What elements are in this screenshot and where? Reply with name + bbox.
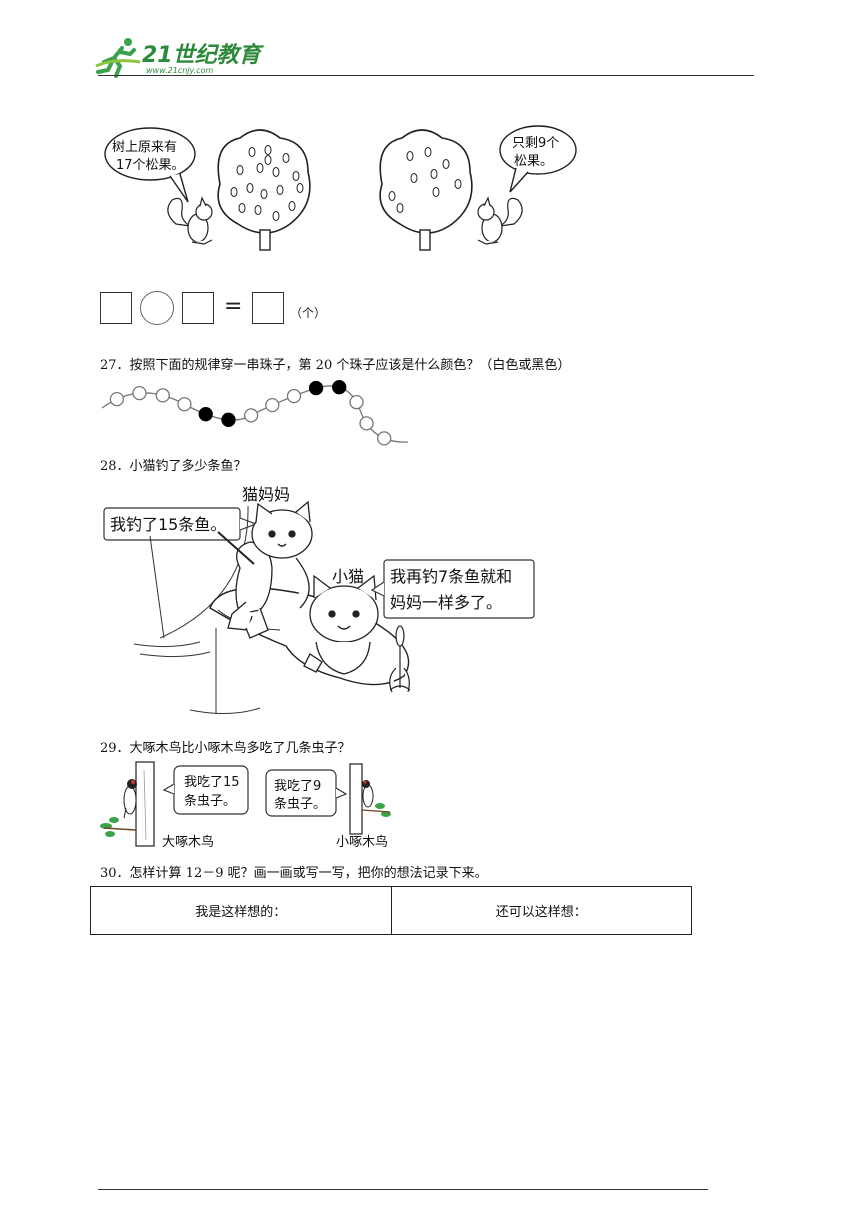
logo-url: www.21cnjy.com (146, 66, 213, 75)
bead-white (244, 408, 259, 423)
small-bird-speech-bubble: 我吃了9 条虫子。 (265, 769, 348, 817)
bead-white (132, 385, 147, 401)
kitten-label: 小猫 (332, 567, 364, 586)
left-bubble-line2: 17个松果。 (116, 158, 185, 173)
q29-illustration: 我吃了15 条虫子。 我吃了9 条虫子。 大啄木鸟 小啄木鸟 (100, 761, 391, 850)
bead-white (109, 391, 125, 407)
bead-black (221, 412, 236, 427)
q28-illustration: 猫妈妈 我钓了15条鱼。 小猫 我再钓7条鱼就和 妈妈一样多了。 (103, 485, 535, 715)
squirrel-left-icon (167, 196, 213, 245)
answer-box-3[interactable] (252, 292, 284, 324)
answer-cell-1[interactable]: 我是这样想的： (90, 886, 392, 935)
bead-white (349, 395, 364, 410)
q26-illustration: 树上原来有 17个松果。 只剩9个 (104, 125, 577, 251)
kitten-icon (303, 574, 379, 675)
big-bubble-line2: 条虫子。 (184, 793, 236, 809)
runner-icon (95, 38, 141, 78)
bead-white (286, 388, 302, 404)
small-bubble-line2: 条虫子。 (274, 796, 326, 812)
big-woodpecker-icon (123, 779, 137, 819)
answer-cell-2[interactable]: 还可以这样想： (390, 886, 692, 935)
right-bubble-line2: 松果。 (514, 154, 553, 169)
mom-bubble-text: 我钓了15条鱼。 (110, 515, 226, 534)
bead-string (101, 380, 409, 446)
bead-white (265, 397, 280, 413)
mother-cat-icon (227, 500, 313, 639)
question-29: 29．大啄木鸟比小啄木鸟多吃了几条虫子？ (100, 741, 351, 756)
bead-black (332, 380, 347, 395)
mom-label: 猫妈妈 (242, 485, 290, 504)
bead-black (198, 407, 213, 422)
small-woodpecker-label: 小啄木鸟 (336, 834, 388, 850)
logo-text: 21世纪教育 (142, 42, 264, 68)
bead-white (177, 397, 192, 412)
footer-rule (98, 1189, 708, 1190)
small-woodpecker-icon (362, 780, 374, 808)
bead-black (308, 380, 324, 396)
question-30: 30．怎样计算 12－9 呢？画一画或写一写，把你的想法记录下来。 (100, 866, 488, 881)
beads-group (109, 380, 392, 446)
mom-speech-bubble: 我钓了15条鱼。 (103, 507, 258, 541)
equals-sign: = (224, 294, 243, 319)
kitten-bubble-line2: 妈妈一样多了。 (390, 593, 502, 612)
leaves-right-icon (361, 803, 391, 817)
tree-full-icon (217, 129, 311, 251)
answer-table: 我是这样想的： 还可以这样想： (90, 886, 692, 935)
tree-remaining-icon (379, 129, 473, 251)
right-bubble-line1: 只剩9个 (512, 136, 559, 151)
bead-white (155, 388, 170, 403)
bead-white (377, 431, 392, 446)
trunk-right (349, 763, 363, 835)
operator-circle[interactable] (140, 291, 174, 325)
unit-label: （个） (290, 306, 327, 320)
left-bubble-line1: 树上原来有 (112, 140, 177, 155)
big-bubble-line1: 我吃了15 (184, 774, 240, 790)
leaves-left-icon (100, 817, 137, 837)
reed-icon (389, 625, 411, 693)
answer-box-1[interactable] (100, 292, 132, 324)
header-rule (98, 75, 754, 76)
answer-box-2[interactable] (182, 292, 214, 324)
question-27: 27．按照下面的规律穿一串珠子，第 20 个珠子应该是什么颜色？（白色或黑色） (100, 358, 571, 373)
question-28: 28．小猫钓了多少条鱼？ (100, 459, 247, 474)
kitten-speech-bubble: 我再钓7条鱼就和 妈妈一样多了。 (370, 559, 535, 619)
small-bubble-line1: 我吃了9 (274, 778, 321, 794)
site-logo: 21世纪教育 www.21cnjy.com (94, 36, 265, 78)
squirrel-right-icon (477, 196, 523, 245)
big-bird-speech-bubble: 我吃了15 条虫子。 (162, 765, 249, 815)
left-speech-bubble: 树上原来有 17个松果。 (104, 127, 196, 203)
right-speech-bubble: 只剩9个 松果。 (499, 125, 577, 193)
kitten-bubble-line1: 我再钓7条鱼就和 (390, 567, 512, 586)
big-woodpecker-label: 大啄木鸟 (162, 834, 214, 850)
bead-white (359, 416, 374, 431)
